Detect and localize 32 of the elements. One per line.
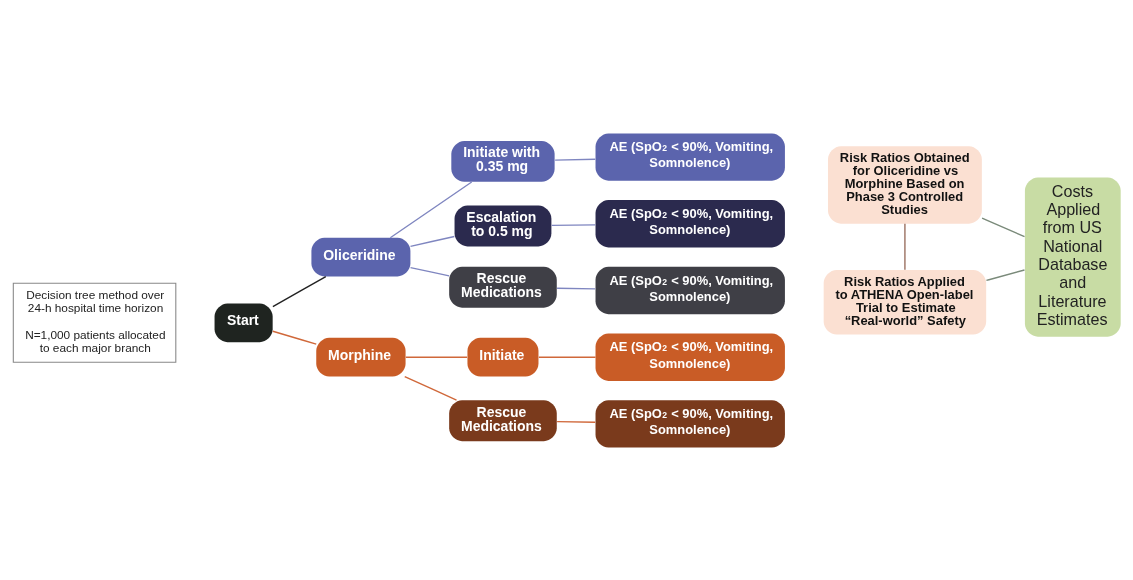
connector <box>403 375 457 401</box>
connector <box>409 266 450 277</box>
node-box: AE (SpO2 < 90%, Vomiting, Somnolence) <box>595 399 785 448</box>
connector <box>980 216 1025 237</box>
connector <box>555 420 596 423</box>
node-box: AE (SpO2 < 90%, Vomiting, Somnolence) <box>595 333 785 381</box>
connector <box>389 180 472 238</box>
node-box: Escalation to 0.5 mg <box>454 205 551 246</box>
node-box: Initiate with 0.35 mg <box>450 140 555 182</box>
node-box: AE (SpO2 < 90%, Vomiting, Somnolence) <box>595 132 785 181</box>
connector <box>271 275 326 307</box>
connector <box>985 268 1025 281</box>
node-box: Initiate <box>466 337 538 377</box>
node-box: Rescue Medications <box>448 399 557 441</box>
node-box: Decision tree method over 24-h hospital time horizon N=1,000 patients allocated to each major branch <box>12 282 176 363</box>
connector <box>553 158 596 161</box>
node-box: Start <box>214 302 273 342</box>
connector <box>271 330 317 345</box>
connector <box>537 356 596 358</box>
connector <box>404 356 468 358</box>
connector <box>555 287 596 290</box>
node-box: Morphine <box>315 337 406 377</box>
connector <box>550 223 596 226</box>
node-box: Risk Ratios Obtained for Oliceridine vs Morphine Based on Phase 3 Controlled Studies <box>827 145 982 224</box>
connector <box>903 222 906 270</box>
connector <box>409 235 455 247</box>
node-box: Costs Applied from US National Database and Literature Estimates <box>1024 177 1121 337</box>
node-box: Risk Ratios Applied to ATHENA Open-label Trial to Estimate “Real-world” Safety <box>823 269 986 335</box>
node-box: Oliceridine <box>310 237 410 276</box>
node-box: Rescue Medications <box>448 266 557 308</box>
node-box: AE (SpO2 < 90%, Vomiting, Somnolence) <box>595 266 785 314</box>
node-box: AE (SpO2 < 90%, Vomiting, Somnolence) <box>595 199 785 247</box>
